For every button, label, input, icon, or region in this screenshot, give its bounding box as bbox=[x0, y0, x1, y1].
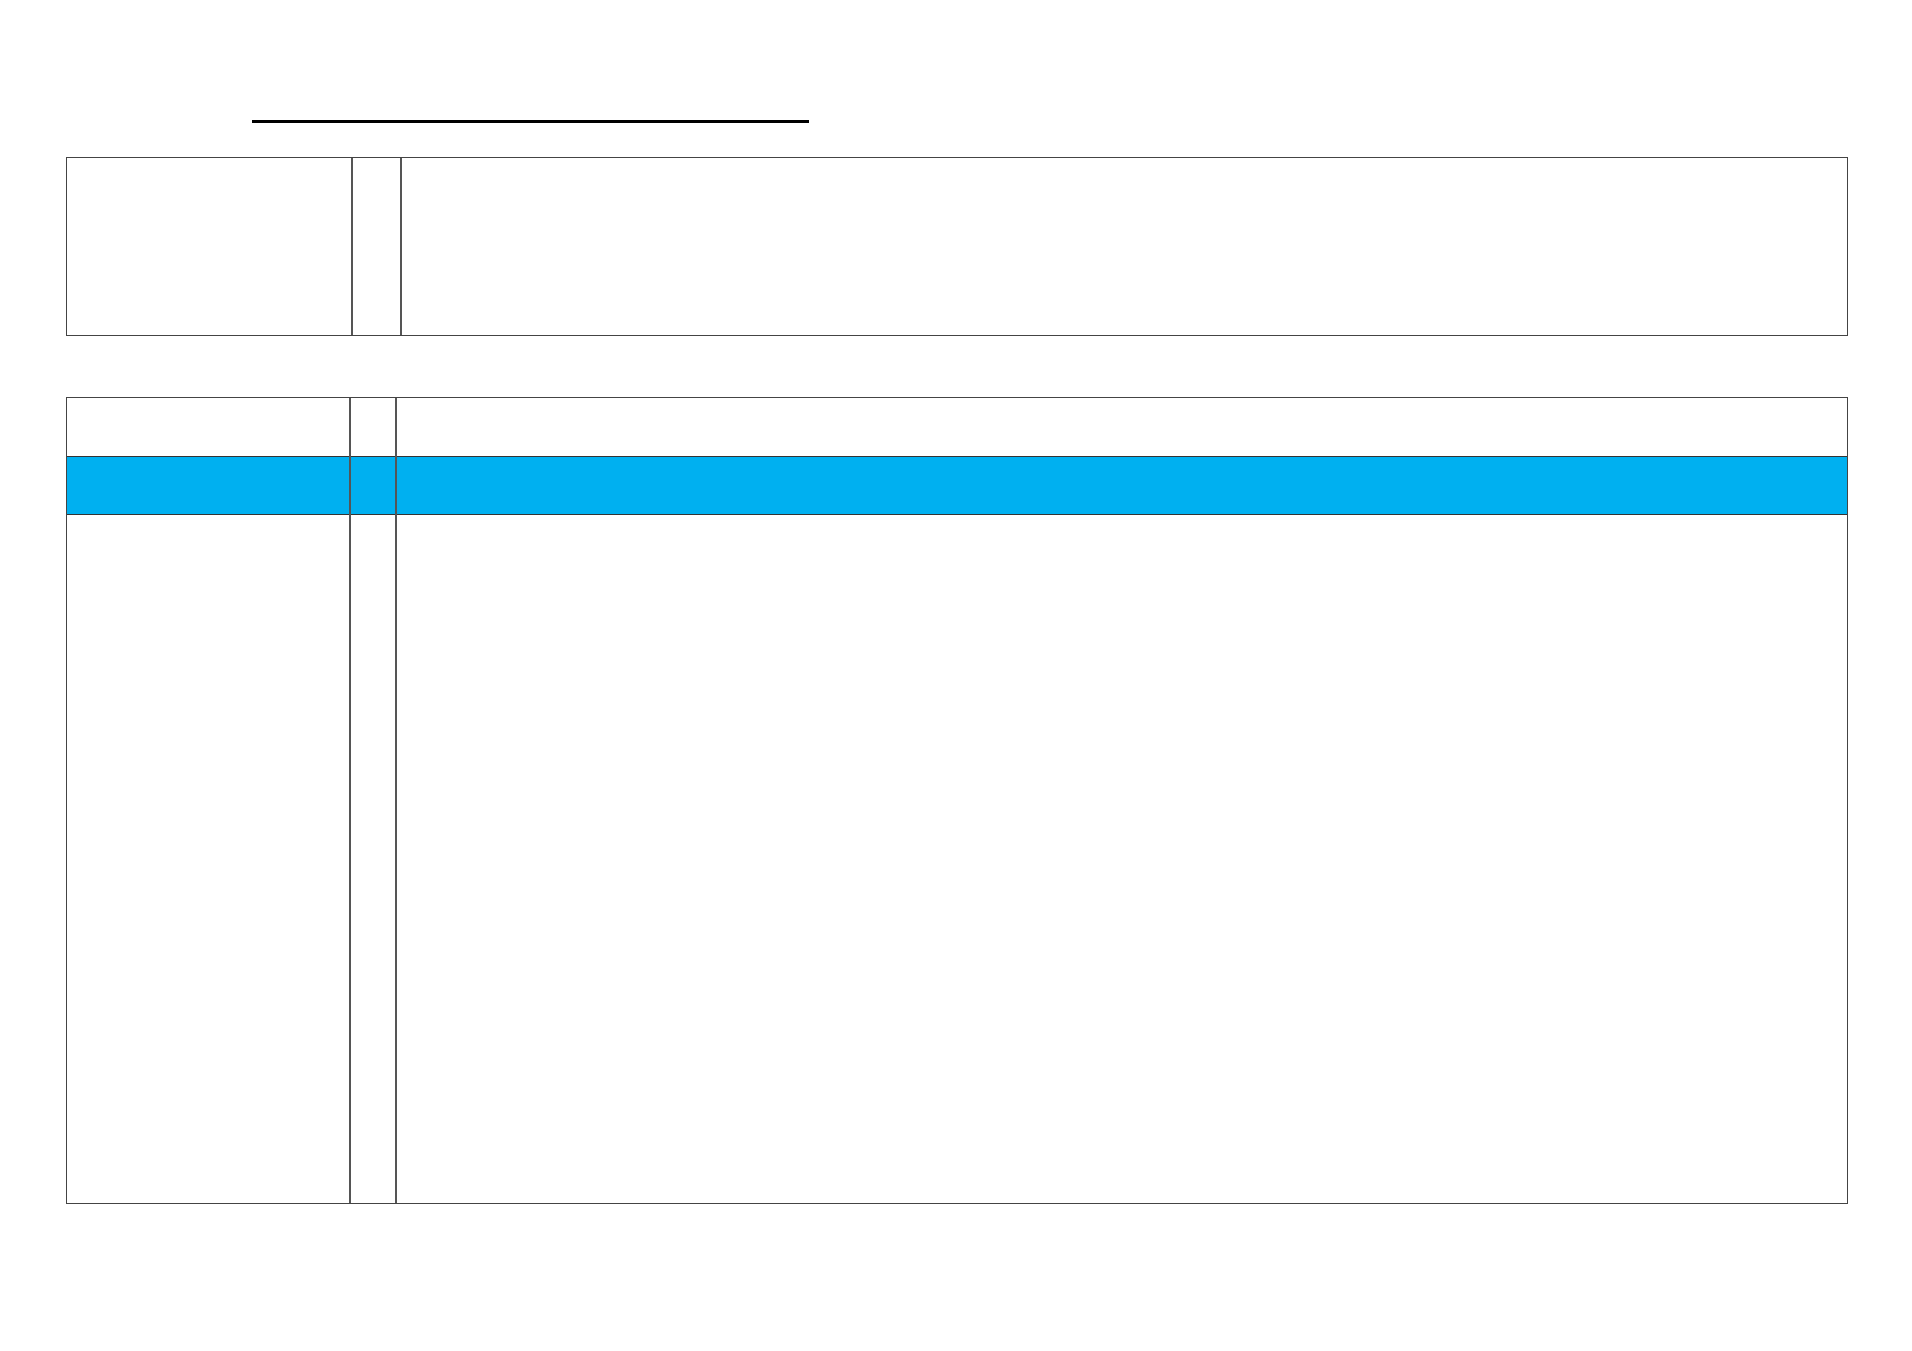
column-divider bbox=[400, 158, 402, 335]
column-divider bbox=[351, 158, 353, 335]
top-table bbox=[66, 157, 1848, 336]
table-body-row bbox=[67, 515, 1847, 1203]
column-divider bbox=[395, 398, 397, 1203]
highlighted-row bbox=[67, 457, 1847, 515]
title-underline bbox=[252, 120, 809, 123]
main-table bbox=[66, 397, 1848, 1204]
column-divider bbox=[349, 398, 351, 1203]
table-header-row bbox=[67, 398, 1847, 457]
